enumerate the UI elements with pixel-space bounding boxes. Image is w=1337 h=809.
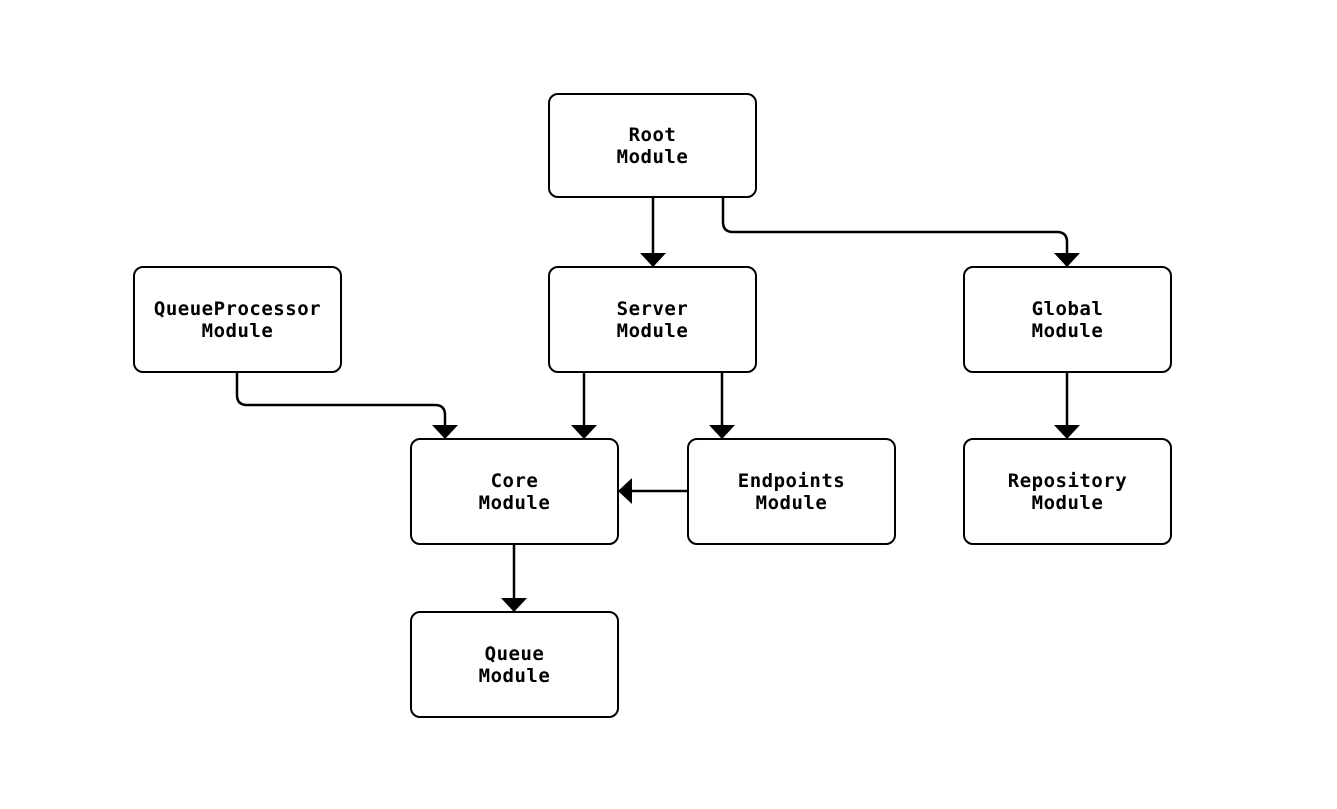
node-core: Core Module xyxy=(410,438,619,545)
node-global: Global Module xyxy=(963,266,1172,373)
node-core-label: Core Module xyxy=(478,469,551,514)
node-root: Root Module xyxy=(548,93,757,198)
node-server-label: Server Module xyxy=(616,297,689,342)
node-repository-label: Repository Module xyxy=(1007,469,1128,514)
node-endpoints: Endpoints Module xyxy=(687,438,896,545)
edges-group xyxy=(235,198,1080,612)
node-endpoints-label: Endpoints Module xyxy=(737,469,846,514)
node-queueprocessor: QueueProcessor Module xyxy=(133,266,342,373)
node-root-label: Root Module xyxy=(616,123,689,168)
node-server: Server Module xyxy=(548,266,757,373)
node-repository: Repository Module xyxy=(963,438,1172,545)
node-global-label: Global Module xyxy=(1031,297,1104,342)
edge-root-to-global xyxy=(721,198,1080,267)
node-queue-label: Queue Module xyxy=(478,642,551,687)
node-queue: Queue Module xyxy=(410,611,619,718)
node-queueprocessor-label: QueueProcessor Module xyxy=(153,297,322,342)
edge-queueprocessor-to-core xyxy=(235,373,458,439)
